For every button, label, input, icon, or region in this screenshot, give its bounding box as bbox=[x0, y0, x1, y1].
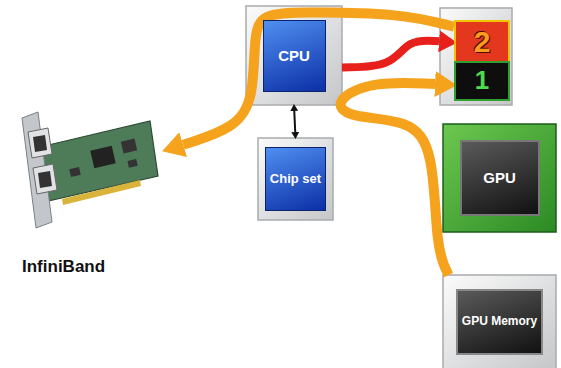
memory-block: 1 bbox=[454, 61, 510, 101]
card-port-slot bbox=[33, 135, 47, 152]
card-chip bbox=[90, 146, 115, 168]
card-pcb bbox=[40, 121, 158, 201]
cpu-box: CPU bbox=[246, 6, 342, 105]
card-port-slot bbox=[38, 171, 52, 188]
gpu-memory-box: GPU Memory bbox=[443, 275, 556, 368]
bus-arrow bbox=[293, 111, 296, 132]
infiniband-card bbox=[22, 112, 158, 228]
card-chip bbox=[121, 139, 137, 154]
chipset-box: Chip set bbox=[258, 138, 333, 220]
gpu-frame bbox=[443, 124, 556, 232]
card-port bbox=[28, 128, 52, 158]
node-label: GPU bbox=[460, 140, 540, 216]
callout-number: 2 bbox=[458, 22, 506, 63]
gpu-memory-frame bbox=[443, 275, 556, 368]
card-port bbox=[33, 164, 57, 194]
chipset-frame bbox=[258, 138, 333, 220]
card-edge-fingers bbox=[62, 180, 141, 205]
node-label: GPU Memory bbox=[456, 289, 543, 355]
gpu-box: GPU bbox=[443, 124, 556, 232]
data-flow-arrow bbox=[342, 41, 439, 68]
node-label: InfiniBand bbox=[15, 254, 109, 280]
card-chip bbox=[69, 167, 81, 177]
callout-number: 1 bbox=[458, 63, 506, 99]
infiniband-card: InfiniBand bbox=[15, 100, 165, 280]
card-chip bbox=[127, 159, 137, 168]
node-label: CPU bbox=[263, 20, 326, 92]
data-flow-arrow bbox=[341, 83, 449, 275]
node-label: Chip set bbox=[265, 147, 326, 211]
memory-block: 2 bbox=[454, 20, 510, 65]
